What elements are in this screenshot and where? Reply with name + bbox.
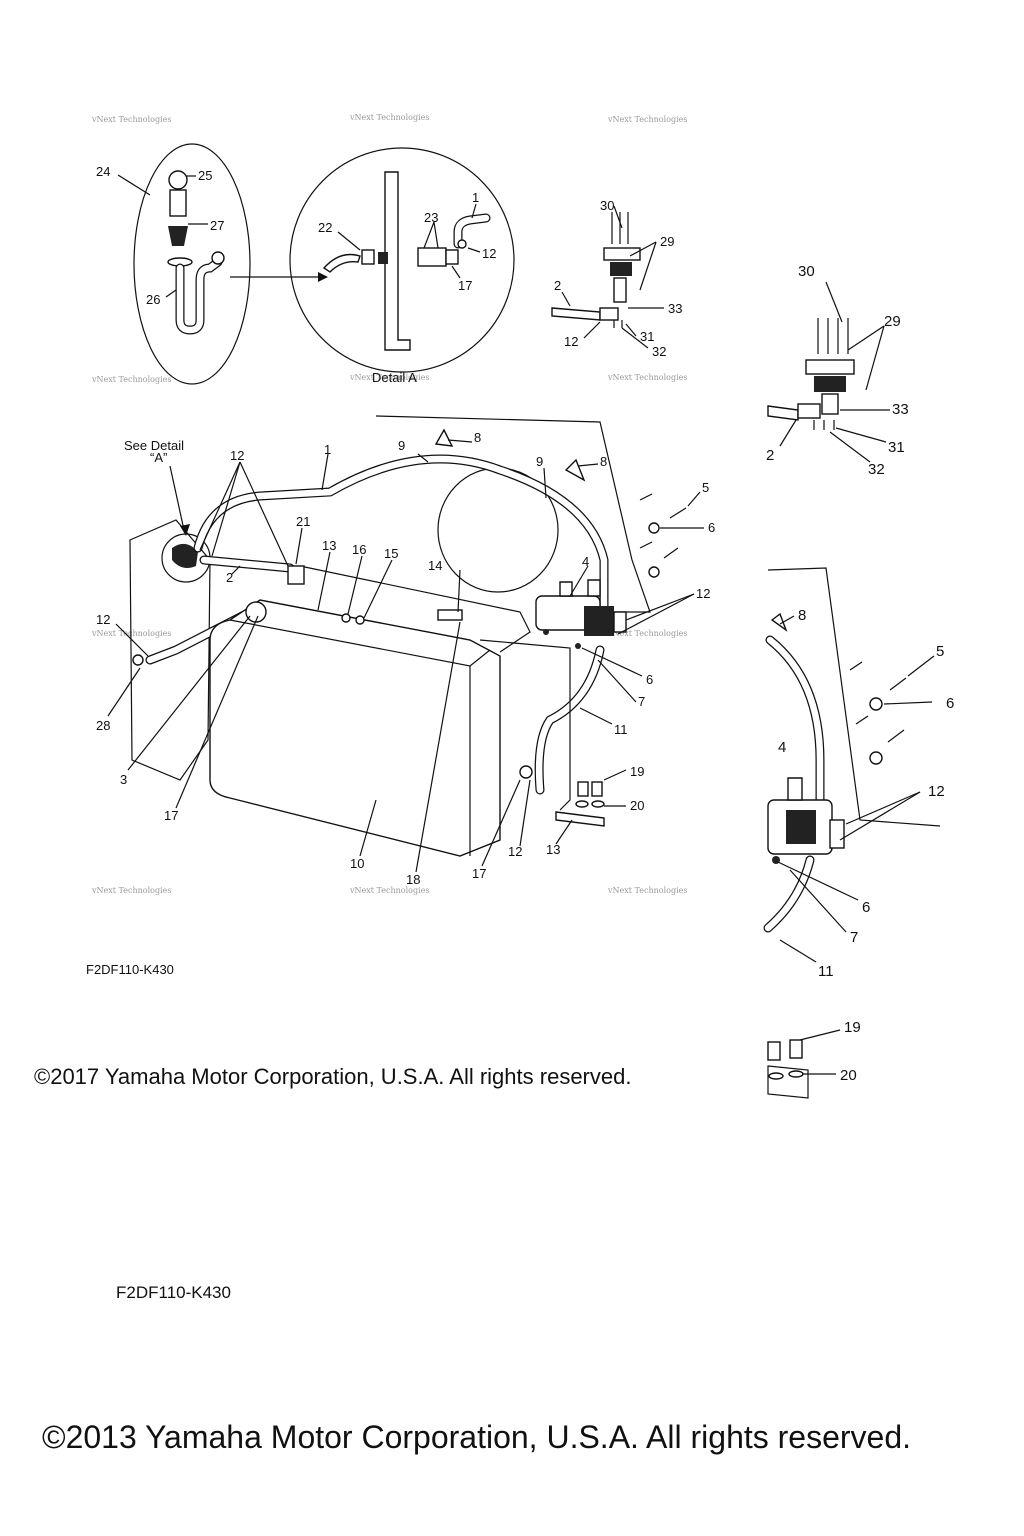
callout-12: 12	[96, 612, 110, 627]
callout-24: 24	[96, 164, 110, 179]
callout-8: 8	[474, 430, 481, 445]
callout-6: 6	[862, 899, 870, 916]
watermark: vNext Technologies	[607, 886, 687, 895]
callout-19: 19	[844, 1019, 861, 1036]
siphon-assembly-ellipse: 24 25 27 26	[96, 143, 328, 385]
callout-17: 17	[472, 866, 486, 881]
callout-7: 7	[850, 929, 858, 946]
watermark: vNext Technologies	[349, 373, 429, 382]
callout-4: 4	[778, 739, 786, 756]
tank-wall-part	[384, 171, 411, 351]
watermark: vNext Technologies	[91, 115, 171, 124]
watermark: vNext Technologies	[349, 886, 429, 895]
callout-30: 30	[600, 198, 614, 213]
callout-14: 14	[428, 558, 442, 573]
callout-15: 15	[384, 546, 398, 561]
callout-3: 3	[120, 772, 127, 787]
callout-12: 12	[696, 586, 710, 601]
side-wall-panel	[129, 519, 211, 781]
figure-code-secondary: F2DF110-K430	[116, 1283, 231, 1302]
callout-12: 12	[482, 246, 496, 261]
callout-6: 6	[708, 520, 715, 535]
callout-20: 20	[840, 1067, 857, 1084]
callout-21: 21	[296, 514, 310, 529]
callout-6: 6	[946, 695, 954, 712]
filter-part	[169, 189, 187, 217]
callout-33: 33	[892, 401, 909, 418]
callout-9: 9	[536, 454, 543, 469]
callout-33: 33	[668, 301, 682, 316]
pump-mount-detail-large: 30 29 33 31 32 2	[766, 263, 909, 478]
callout-12: 12	[564, 334, 578, 349]
callout-12: 12	[508, 844, 522, 859]
callout-11: 11	[818, 963, 834, 980]
callout-17: 17	[164, 808, 178, 823]
callout-8: 8	[798, 607, 806, 624]
callout-28: 28	[96, 718, 110, 733]
callout-29: 29	[884, 313, 901, 330]
callout-5: 5	[936, 643, 944, 660]
callout-2: 2	[766, 447, 774, 464]
copyright-notice-secondary: ©2013 Yamaha Motor Corporation, U.S.A. A…	[42, 1419, 912, 1455]
callout-29: 29	[660, 234, 674, 249]
main-assembly: See Detail “A”	[96, 415, 715, 887]
callout-7: 7	[638, 694, 645, 709]
detail-a-circle: 22 23 1 12 17 Detail A	[289, 147, 515, 385]
callout-26: 26	[146, 292, 160, 307]
callout-2: 2	[226, 570, 233, 585]
callout-8: 8	[600, 454, 607, 469]
fuel-tank	[209, 599, 501, 857]
callout-18: 18	[406, 872, 420, 887]
hose-part	[767, 405, 799, 421]
filter-element-part	[168, 226, 188, 246]
tank-bracket	[479, 639, 571, 811]
callout-19: 19	[630, 764, 644, 779]
callout-25: 25	[198, 168, 212, 183]
see-detail-label: “A”	[150, 450, 167, 465]
callout-31: 31	[888, 439, 905, 456]
callout-17: 17	[458, 278, 472, 293]
callout-27: 27	[210, 218, 224, 233]
callout-12: 12	[928, 783, 945, 800]
callout-32: 32	[652, 344, 666, 359]
fitting-part	[168, 170, 188, 190]
callout-13: 13	[322, 538, 336, 553]
fitting-part	[417, 247, 447, 267]
pump-mount-detail-small: 30 29 33 31 32 12 2	[551, 198, 682, 359]
callout-6: 6	[646, 672, 653, 687]
callout-16: 16	[352, 542, 366, 557]
callout-22: 22	[318, 220, 332, 235]
callout-9: 9	[398, 438, 405, 453]
callout-20: 20	[630, 798, 644, 813]
figure-code: F2DF110-K430	[86, 962, 174, 977]
callout-11: 11	[614, 722, 628, 737]
see-detail-label: See Detail	[124, 438, 184, 453]
callout-31: 31	[640, 329, 654, 344]
callout-4: 4	[582, 554, 589, 569]
watermark: vNext Technologies	[91, 886, 171, 895]
callout-23: 23	[424, 210, 438, 225]
callout-13: 13	[546, 842, 560, 857]
watermark: vNext Technologies	[607, 115, 687, 124]
detail-ellipse	[133, 143, 251, 385]
watermark: vNext Technologies	[91, 375, 171, 384]
copyright-notice: ©2017 Yamaha Motor Corporation, U.S.A. A…	[34, 1064, 632, 1089]
watermark: vNext Technologies	[607, 373, 687, 382]
callout-30: 30	[798, 263, 815, 280]
hose-end-part	[322, 253, 361, 273]
callout-1: 1	[472, 190, 479, 205]
detail-a-title: Detail A	[372, 370, 417, 385]
callout-1: 1	[324, 442, 331, 457]
hose-part	[551, 307, 601, 321]
callout-2: 2	[554, 278, 561, 293]
callout-12: 12	[230, 448, 244, 463]
right-partial-view: 8 5 6 4 12 6 7 11 19 20	[763, 567, 954, 1099]
watermark: vNext Technologies	[349, 113, 429, 122]
callout-5: 5	[702, 480, 709, 495]
watermark: vNext Technologies	[607, 629, 687, 638]
hull-panel	[375, 415, 651, 613]
callout-10: 10	[350, 856, 364, 871]
callout-32: 32	[868, 461, 885, 478]
